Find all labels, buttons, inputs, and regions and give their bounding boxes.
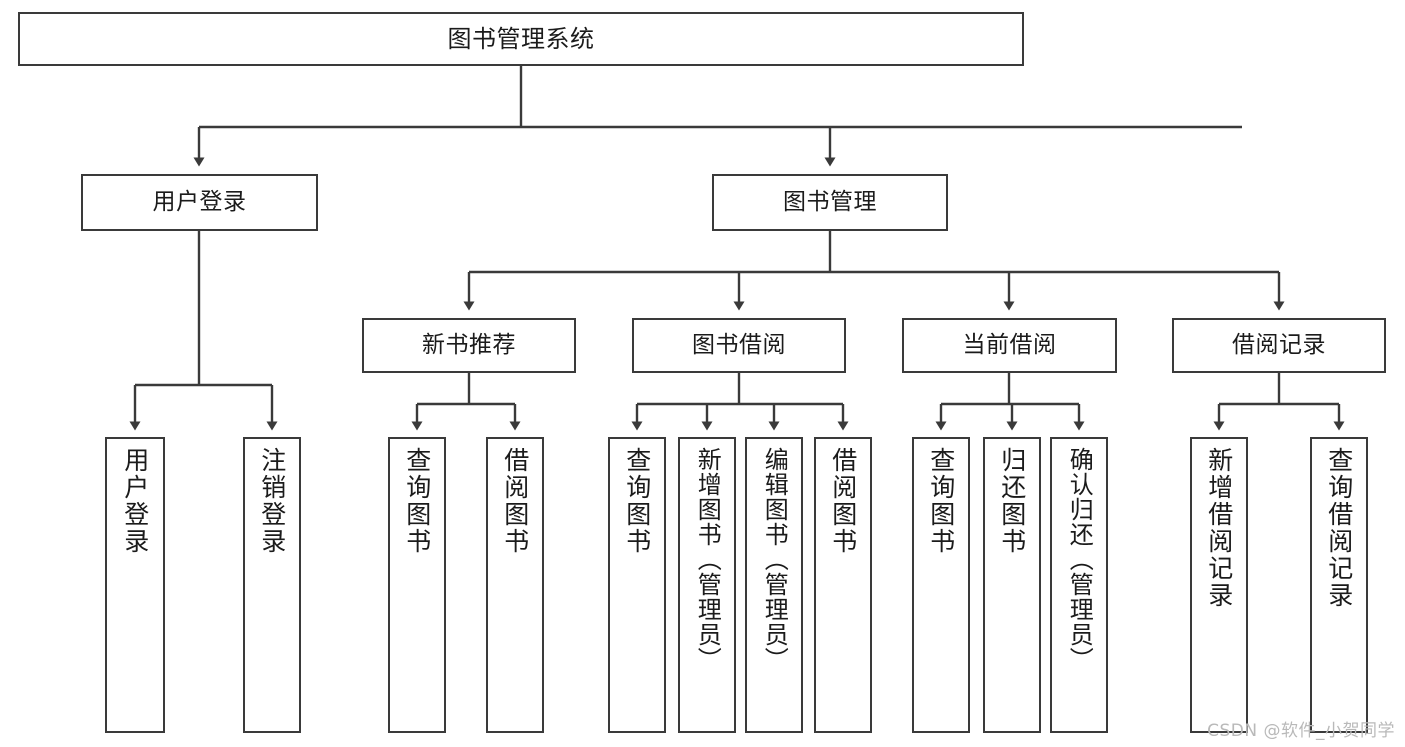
node-leaf-query-borrow-record[interactable]: 查询借阅记录 bbox=[1310, 437, 1368, 733]
node-leaf-query-book-2[interactable]: 查询图书 bbox=[608, 437, 666, 733]
node-book-borrow[interactable]: 图书借阅 bbox=[632, 318, 846, 373]
node-book-manage-label: 图书管理 bbox=[783, 188, 877, 215]
node-leaf-borrow-book-2[interactable]: 借阅图书 bbox=[814, 437, 872, 733]
node-leaf-borrow-book-2-label: 借阅图书 bbox=[828, 447, 858, 555]
node-leaf-query-book-1[interactable]: 查询图书 bbox=[388, 437, 446, 733]
node-current-borrow[interactable]: 当前借阅 bbox=[902, 318, 1117, 373]
node-book-borrow-label: 图书借阅 bbox=[692, 331, 786, 358]
node-leaf-add-book-admin[interactable]: 新增图书（管理员） bbox=[678, 437, 736, 733]
node-leaf-user-login[interactable]: 用户登录 bbox=[105, 437, 165, 733]
node-leaf-query-borrow-record-label: 查询借阅记录 bbox=[1324, 447, 1354, 609]
node-leaf-query-book-3[interactable]: 查询图书 bbox=[912, 437, 970, 733]
node-leaf-add-book-admin-label: 新增图书（管理员） bbox=[693, 447, 722, 672]
node-user-login-label: 用户登录 bbox=[152, 188, 247, 215]
node-new-book-recommend[interactable]: 新书推荐 bbox=[362, 318, 576, 373]
node-user-login[interactable]: 用户登录 bbox=[81, 174, 318, 231]
node-leaf-add-borrow-record-label: 新增借阅记录 bbox=[1204, 447, 1234, 609]
node-leaf-confirm-return-admin-label: 确认归还（管理员） bbox=[1065, 447, 1094, 672]
node-leaf-confirm-return-admin[interactable]: 确认归还（管理员） bbox=[1050, 437, 1108, 733]
node-leaf-borrow-book-1-label: 借阅图书 bbox=[500, 447, 530, 555]
node-leaf-query-book-1-label: 查询图书 bbox=[402, 447, 432, 555]
node-leaf-query-book-3-label: 查询图书 bbox=[926, 447, 956, 555]
node-leaf-return-book-label: 归还图书 bbox=[997, 447, 1027, 555]
node-leaf-user-logout[interactable]: 注销登录 bbox=[243, 437, 301, 733]
node-root-label: 图书管理系统 bbox=[447, 24, 595, 53]
node-leaf-user-login-label: 用户登录 bbox=[120, 447, 150, 555]
node-root[interactable]: 图书管理系统 bbox=[18, 12, 1024, 66]
node-borrow-record-label: 借阅记录 bbox=[1232, 331, 1326, 358]
node-book-manage[interactable]: 图书管理 bbox=[712, 174, 948, 231]
node-new-book-recommend-label: 新书推荐 bbox=[422, 331, 516, 358]
node-leaf-borrow-book-1[interactable]: 借阅图书 bbox=[486, 437, 544, 733]
node-borrow-record[interactable]: 借阅记录 bbox=[1172, 318, 1386, 373]
node-leaf-edit-book-admin-label: 编辑图书（管理员） bbox=[760, 447, 789, 672]
node-leaf-user-logout-label: 注销登录 bbox=[257, 447, 287, 555]
csdn-watermark: CSDN @软件_小贺同学 bbox=[1207, 721, 1395, 741]
node-current-borrow-label: 当前借阅 bbox=[962, 331, 1057, 358]
node-leaf-query-book-2-label: 查询图书 bbox=[622, 447, 652, 555]
node-leaf-return-book[interactable]: 归还图书 bbox=[983, 437, 1041, 733]
node-leaf-edit-book-admin[interactable]: 编辑图书（管理员） bbox=[745, 437, 803, 733]
node-leaf-add-borrow-record[interactable]: 新增借阅记录 bbox=[1190, 437, 1248, 733]
